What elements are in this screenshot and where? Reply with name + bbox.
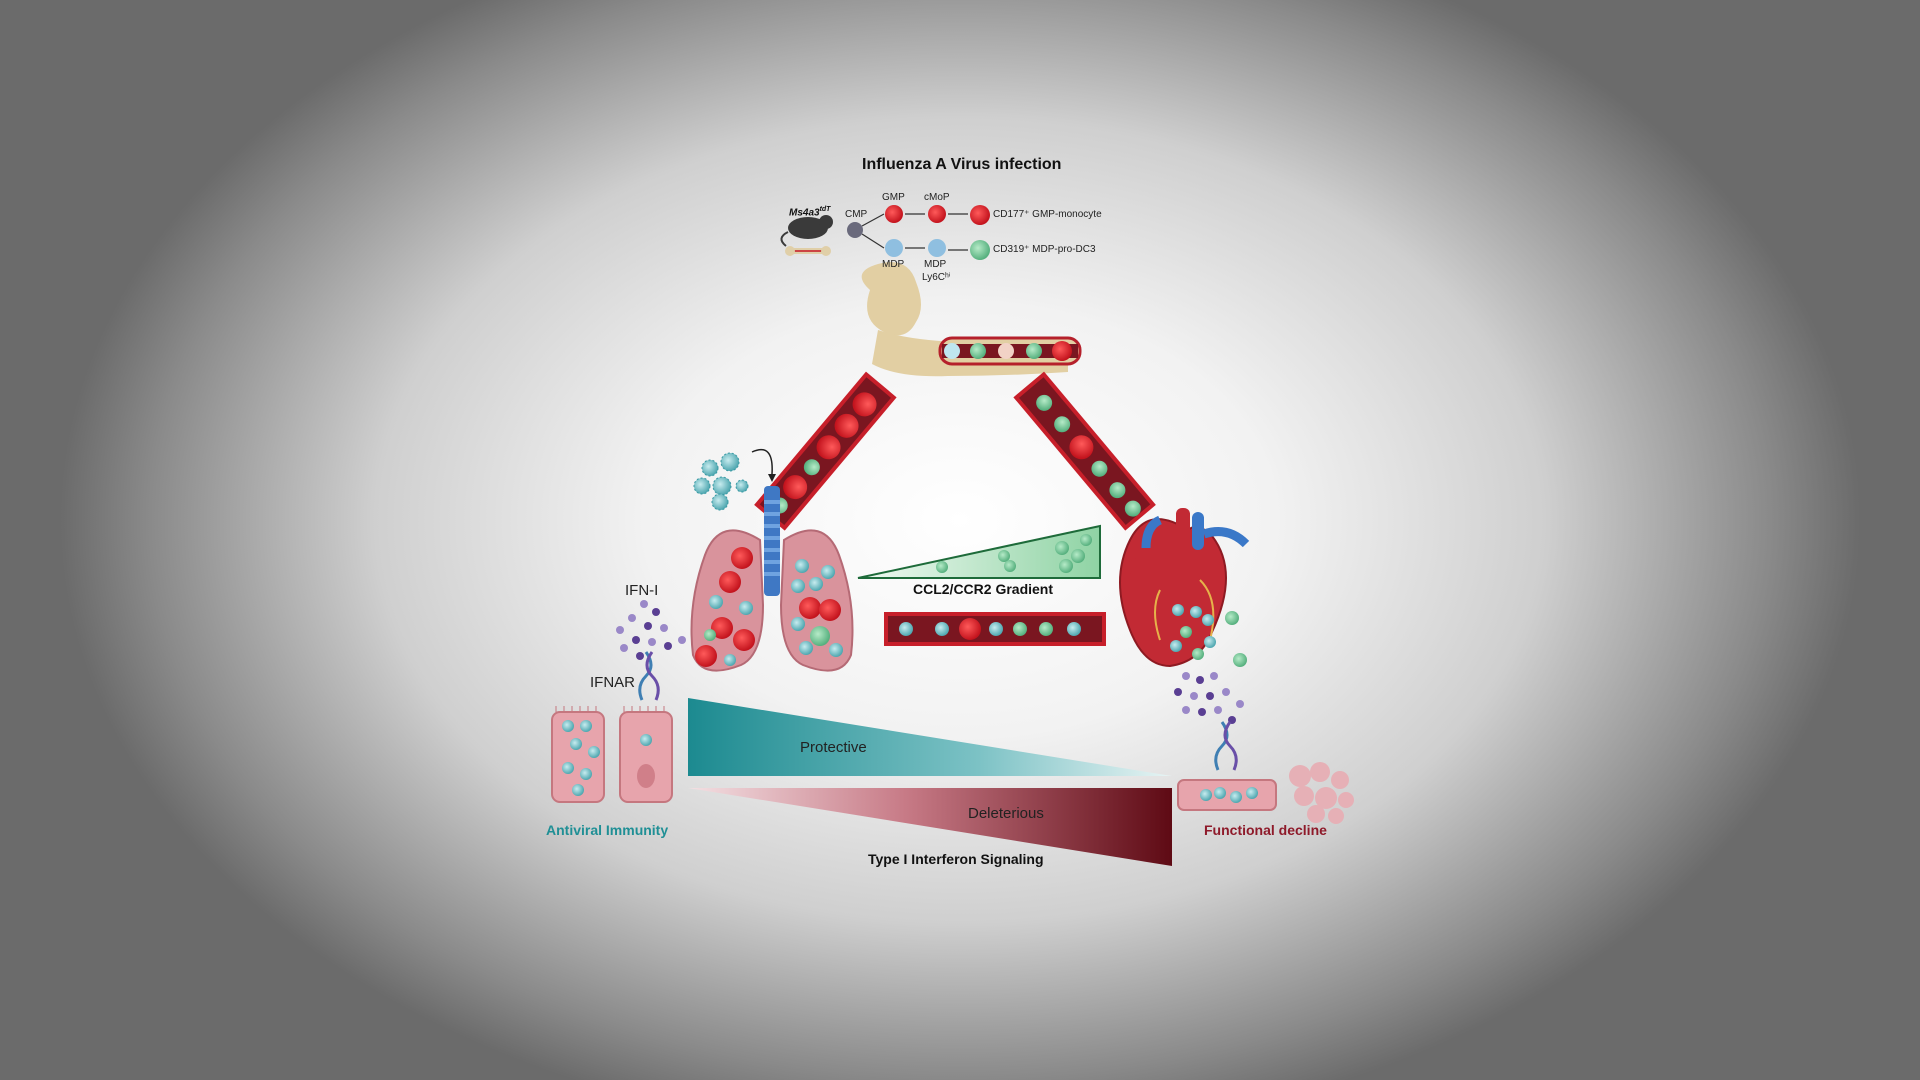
- bone-illustration: [861, 262, 1082, 377]
- mouse-icon: [780, 215, 833, 247]
- cardiac-tissue: [1177, 779, 1277, 811]
- deleterious-wedge: [688, 788, 1172, 866]
- signaling-label: Type I Interferon Signaling: [868, 851, 1044, 867]
- virus-particles-icon: [693, 452, 749, 511]
- gradient-cells: [936, 534, 1092, 573]
- ly6c-label: Ly6Cʰⁱ: [922, 272, 951, 283]
- bone-cell: [998, 343, 1014, 359]
- cmop-label: cMoP: [924, 192, 950, 203]
- figure-title: Influenza A Virus infection: [862, 156, 1062, 173]
- ifn-particles-right: [1174, 672, 1244, 724]
- ifn-label: IFN-I: [625, 582, 659, 599]
- ifnar-label: IFNAR: [590, 674, 635, 691]
- bone-cell: [1026, 343, 1042, 359]
- lineage-arrow: [861, 213, 885, 227]
- pro-dc3-label: CD319⁺ MDP-pro-DC3: [993, 244, 1096, 255]
- protective-wedge: [688, 698, 1172, 776]
- gmp-cell: [885, 205, 903, 223]
- ifnar-receptor-icon: [1223, 721, 1238, 771]
- functional-decline-label: Functional decline: [1204, 822, 1327, 838]
- vessel-to-lung: [754, 371, 897, 531]
- vessel-to-heart: [1013, 371, 1156, 531]
- lineage-arrow: [861, 233, 885, 249]
- circulating-vessel: [884, 612, 1106, 646]
- small-bone-icon: [785, 246, 831, 256]
- lung-cells: [695, 547, 843, 667]
- inhalation-arrow: [751, 448, 773, 475]
- mdp-ly6c-label: MDP: [924, 259, 947, 270]
- mouse-label: Ms4a3tdT: [789, 206, 831, 219]
- epithelial-cells: [551, 706, 673, 803]
- cmp-label: CMP: [845, 209, 868, 220]
- protective-label: Protective: [800, 739, 867, 756]
- mdp-ly6c-cell: [928, 239, 946, 257]
- ifnar-receptor-icon: [638, 651, 653, 701]
- bone-cell: [944, 343, 960, 359]
- ifnar-receptor-icon: [645, 651, 660, 701]
- cmp-cell: [847, 222, 863, 238]
- heart-cells: [1170, 604, 1247, 667]
- bone-cell: [1052, 341, 1072, 361]
- gmp-monocyte-cell: [970, 205, 990, 225]
- antiviral-immunity-label: Antiviral Immunity: [546, 822, 669, 838]
- mdp-label: MDP: [882, 259, 905, 270]
- gmp-monocyte-label: CD177⁺ GMP-monocyte: [993, 209, 1102, 220]
- bone-cell: [970, 343, 986, 359]
- ccl2-gradient-wedge: [857, 524, 1101, 579]
- damaged-tissue-icon: [1289, 762, 1354, 824]
- inhalation-arrowhead: [768, 474, 776, 482]
- deleterious-label: Deleterious: [968, 805, 1044, 822]
- cmop-cell: [928, 205, 946, 223]
- gradient-label: CCL2/CCR2 Gradient: [913, 581, 1054, 597]
- mdp-cell: [885, 239, 903, 257]
- gmp-label: GMP: [882, 192, 905, 203]
- ifn-particles-left: [616, 600, 686, 660]
- heart-illustration: [1119, 508, 1250, 668]
- pro-dc3-cell: [970, 240, 990, 260]
